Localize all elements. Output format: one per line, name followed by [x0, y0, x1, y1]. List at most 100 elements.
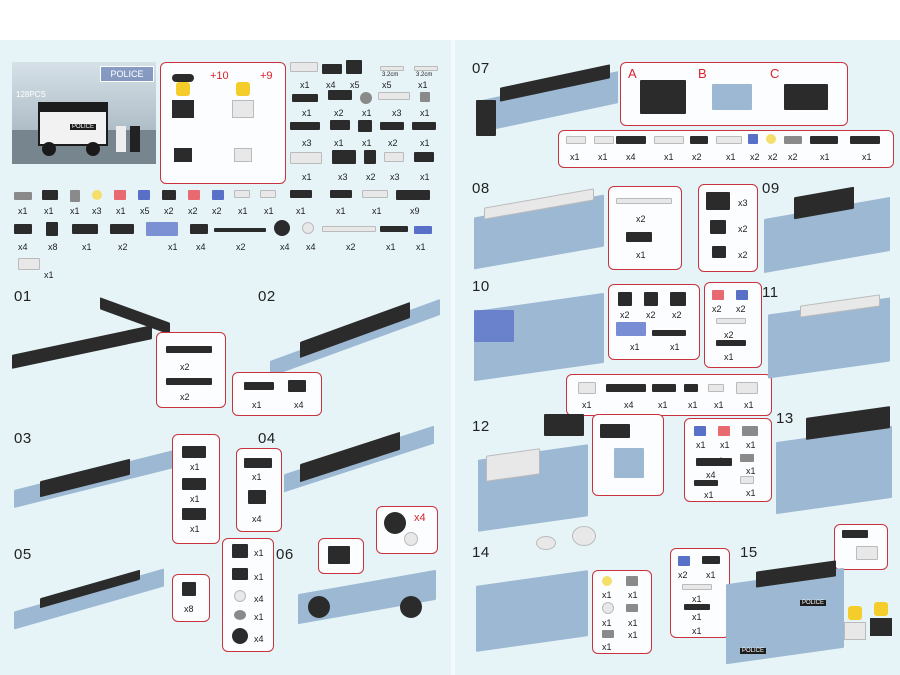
part-plate [290, 122, 320, 130]
part-qty: x1 [664, 152, 674, 162]
part-bracket [232, 568, 248, 580]
officer-qty: +10 [210, 70, 229, 82]
part-qty: x1 [724, 352, 734, 362]
part-qty: x2 [788, 152, 798, 162]
part-plate [616, 198, 672, 204]
part-qty: x2 [712, 304, 722, 314]
step02-parts-callout [232, 372, 322, 416]
part-plate [378, 92, 410, 100]
part-fence [706, 192, 730, 210]
part-qty: x9 [410, 206, 420, 216]
part-steering-wheel [234, 610, 246, 620]
part-bracket [618, 292, 632, 306]
part-qty: x2 [366, 172, 376, 182]
cover-truck-label: POLICE [70, 124, 97, 130]
part-plate [716, 318, 746, 324]
part-brick [328, 90, 352, 100]
part-qty: x1 [720, 440, 730, 450]
truck-police-label: POLICE [800, 600, 827, 606]
step-number: 08 [472, 180, 490, 197]
part-slope [138, 190, 150, 200]
part-tile [260, 190, 276, 198]
part-length: 3.2cm [382, 72, 399, 78]
part-qty: x1 [302, 108, 312, 118]
part-plate [330, 190, 352, 198]
part-qty: x1 [696, 440, 706, 450]
part-slope [114, 190, 126, 200]
police-logo: POLICE [100, 66, 154, 82]
part-qty: x2 [236, 242, 246, 252]
part-slope [718, 426, 730, 436]
part-brick [42, 190, 58, 200]
step01-parts-callout [156, 332, 226, 408]
part-qty: x4 [254, 634, 264, 644]
part-brick [248, 490, 266, 504]
part-plate [740, 454, 754, 462]
part-lever [70, 190, 80, 202]
step-number: 07 [472, 60, 490, 77]
part-plate [384, 152, 404, 162]
part-qty: x1 [692, 626, 702, 636]
sub-plate [600, 424, 630, 438]
cover-minifig-officer [130, 126, 140, 152]
part-qty: x1 [706, 570, 716, 580]
part-qty: x4 [196, 242, 206, 252]
part-qty: x2 [692, 152, 702, 162]
part-plate [684, 384, 698, 392]
piece-count: 128PCS [16, 90, 46, 99]
part-plate [810, 136, 838, 144]
part-qty: x1 [570, 152, 580, 162]
part-qty: x1 [190, 462, 200, 472]
part-frame [18, 258, 40, 270]
part-qty: x5 [382, 80, 392, 90]
part-tile [856, 546, 878, 560]
part-qty: x1 [116, 206, 126, 216]
part-plate [290, 62, 318, 72]
part-bracket [232, 544, 248, 558]
part-slope [748, 134, 758, 144]
part-plate [702, 556, 720, 564]
part-brick [190, 224, 208, 234]
part-slope [694, 426, 706, 436]
part-plate [166, 346, 212, 353]
part-plate [166, 378, 212, 385]
part-slope [712, 290, 724, 300]
part-qty: x1 [420, 108, 430, 118]
step-number: 09 [762, 180, 780, 197]
part-qty: x1 [714, 400, 724, 410]
part-tile [414, 226, 432, 234]
part-qty: x1 [420, 172, 430, 182]
part-rim [234, 590, 246, 602]
part-slope [162, 190, 176, 200]
part-qty: x1 [692, 612, 702, 622]
officer-legs-icon [174, 148, 192, 162]
part-tile [740, 476, 754, 484]
part-plate [566, 136, 586, 144]
step06-steering-callout [318, 538, 364, 574]
part-qty: x2 [388, 138, 398, 148]
part-rim [302, 222, 314, 234]
part-plate [616, 136, 646, 144]
part-qty: x2 [724, 330, 734, 340]
part-qty: x2 [738, 224, 748, 234]
part-plate [850, 136, 880, 144]
part-qty: x1 [598, 152, 608, 162]
part-qty: x1 [238, 206, 248, 216]
wheel-icon [384, 512, 406, 534]
part-qty: x1 [862, 152, 872, 162]
part-qty: x2 [118, 242, 128, 252]
part-qty: x2 [346, 242, 356, 252]
part-qty: x1 [362, 138, 372, 148]
searchlight-icon [536, 536, 556, 550]
part-qty: x1 [296, 206, 306, 216]
part-dish [602, 602, 614, 614]
prisoner-torso-icon [232, 100, 254, 118]
step14-parts-callout [592, 570, 652, 654]
part-qty: x1 [254, 572, 264, 582]
part-qty: x1 [302, 172, 312, 182]
part-qty: x1 [252, 472, 262, 482]
part-qty: x1 [704, 490, 714, 500]
step-number: 12 [472, 418, 490, 435]
sub-label: C [770, 66, 780, 81]
